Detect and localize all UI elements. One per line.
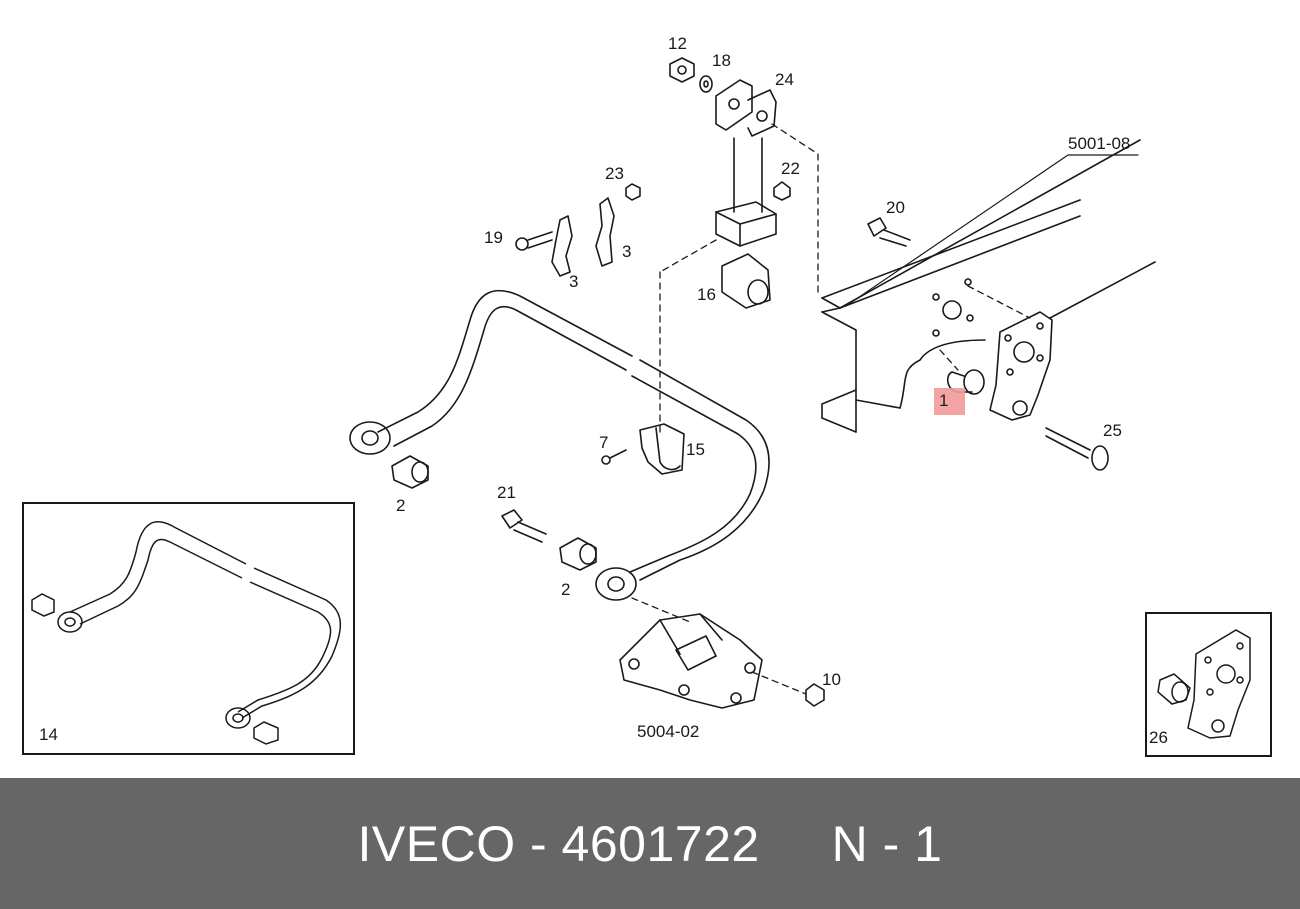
bolt-19-shape xyxy=(515,231,553,251)
link-24-shape xyxy=(715,79,777,247)
clamp-15-shape xyxy=(639,423,685,475)
bushing-2a-shape xyxy=(391,455,429,489)
label-5001-08: 5001-08 xyxy=(1068,134,1131,153)
label-23: 23 xyxy=(605,164,624,183)
bolt-7-shape xyxy=(601,449,627,465)
label-26: 26 xyxy=(1149,728,1168,747)
label-25: 25 xyxy=(1103,421,1122,440)
label-2a: 2 xyxy=(396,496,406,515)
label-7: 7 xyxy=(599,433,609,452)
label-22: 22 xyxy=(781,159,800,178)
clamp-3-shape xyxy=(551,197,615,277)
exploded-view-drawing xyxy=(22,57,1272,757)
label-24: 24 xyxy=(775,70,794,89)
inset-26-box xyxy=(1145,612,1272,757)
bushing-2b-shape xyxy=(559,537,597,571)
washer-18-shape xyxy=(699,75,713,93)
label-3b: 3 xyxy=(569,272,579,291)
bolt-20-shape xyxy=(867,217,911,247)
bushing-16-shape xyxy=(721,253,771,309)
parts-diagram: 12 18 24 23 22 5001-08 20 19 3 3 16 1 25… xyxy=(22,34,1272,757)
label-15: 15 xyxy=(686,440,705,459)
part-number-footer: IVECO - 4601722 N - 1 xyxy=(0,778,1300,909)
inset-14-box xyxy=(22,502,355,755)
label-12: 12 xyxy=(668,34,687,53)
nut-10-shape xyxy=(805,683,825,707)
label-1: 1 xyxy=(939,391,949,410)
bolt-25-shape xyxy=(1045,427,1109,471)
stabilizer-bar-shape xyxy=(349,289,770,601)
label-21: 21 xyxy=(497,483,516,502)
nut-12-shape xyxy=(669,57,695,83)
dashed-guides xyxy=(631,123,1031,695)
label-3a: 3 xyxy=(622,242,632,261)
bolt-21-shape xyxy=(501,509,547,543)
label-14: 14 xyxy=(39,725,58,744)
label-18: 18 xyxy=(712,51,731,70)
frame-rail-shape xyxy=(821,139,1156,433)
nut-23-shape xyxy=(625,183,641,201)
highlight-marker xyxy=(934,388,965,415)
label-19: 19 xyxy=(484,228,503,247)
frame-bracket-shape xyxy=(989,311,1053,421)
label-16: 16 xyxy=(697,285,716,304)
nut-22-shape xyxy=(773,181,791,201)
leader-5001b xyxy=(845,154,1069,307)
label-2b: 2 xyxy=(561,580,571,599)
label-5004-02: 5004-02 xyxy=(637,722,700,741)
axle-bracket-shape xyxy=(619,613,763,709)
label-20: 20 xyxy=(886,198,905,217)
part-number-text: IVECO - 4601722 N - 1 xyxy=(357,815,943,872)
label-10: 10 xyxy=(822,670,841,689)
